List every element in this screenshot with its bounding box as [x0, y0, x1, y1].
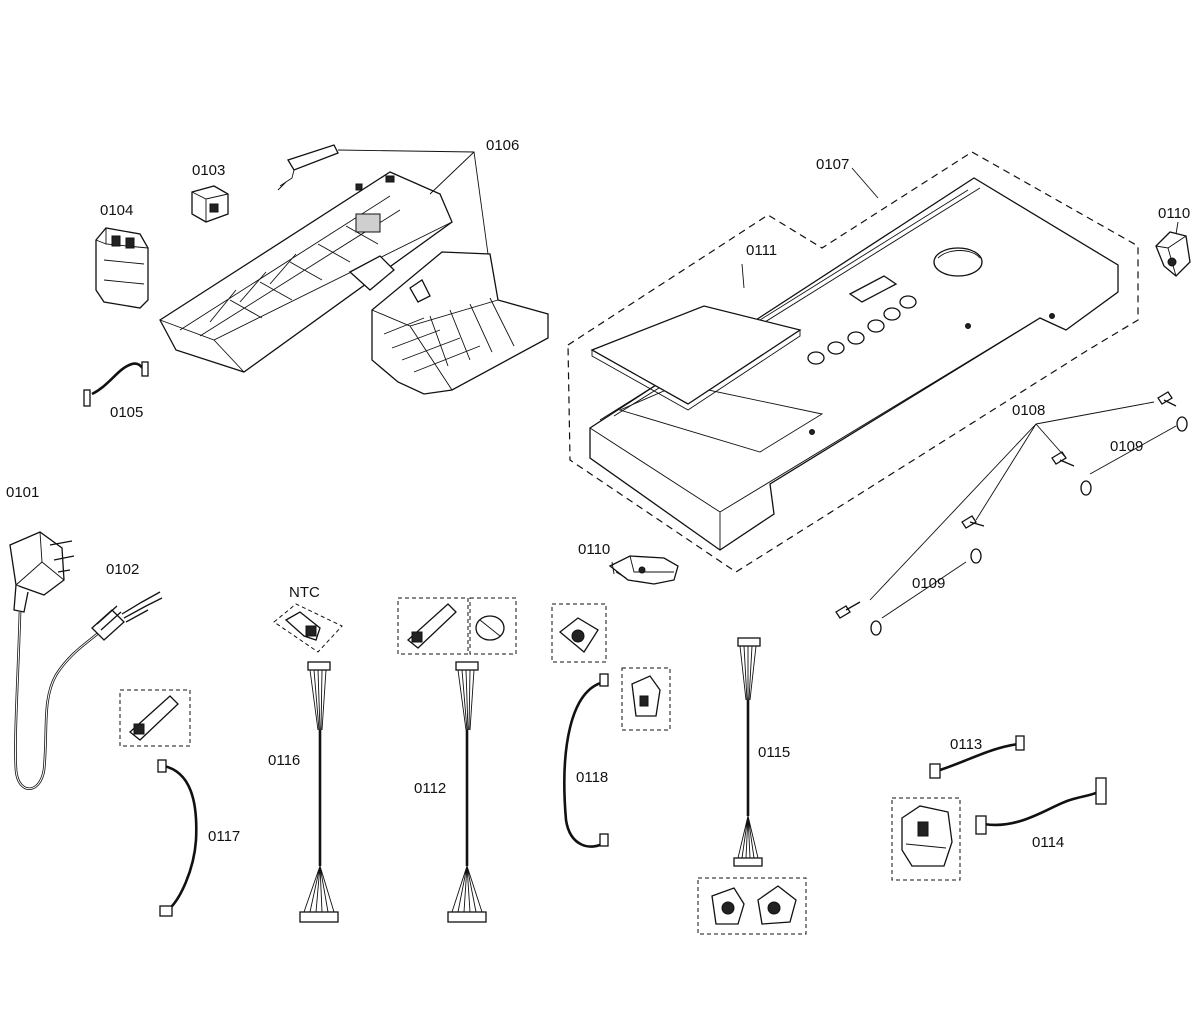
label-0114: 0114 — [1032, 834, 1064, 851]
part-0107-control-panel[interactable] — [567, 151, 1139, 573]
part-0112-wiring-harness[interactable] — [397, 597, 517, 923]
part-0105-connecting-cable[interactable] — [83, 361, 149, 407]
part-0104-interference-suppressor[interactable] — [95, 227, 149, 309]
label-0110-left: 0110 — [578, 541, 610, 558]
part-0102-strain-relief[interactable] — [91, 591, 163, 641]
label-0101: 0101 — [6, 484, 39, 501]
label-0102: 0102 — [106, 561, 139, 578]
label-0108: 0108 — [1012, 402, 1045, 419]
label-0112: 0112 — [414, 780, 446, 797]
label-0117: 0117 — [208, 828, 240, 845]
label-0110-right: 0110 — [1158, 205, 1190, 222]
label-0115: 0115 — [758, 744, 790, 761]
part-0101-mains-plug[interactable] — [9, 531, 105, 790]
part-0106-control-module[interactable] — [159, 144, 549, 395]
label-0103: 0103 — [192, 162, 225, 179]
callout-labels: 0101 0102 0103 0104 0105 0106 0107 0108 … — [6, 137, 1190, 851]
part-0103-connector-block[interactable] — [191, 185, 229, 223]
part-0111-cover-plate[interactable] — [590, 263, 802, 411]
label-0107: 0107 — [816, 156, 849, 173]
label-0113: 0113 — [950, 736, 982, 753]
part-0109-washers[interactable] — [870, 416, 1188, 636]
part-0117-wiring-harness[interactable] — [119, 689, 198, 917]
label-0116: 0116 — [268, 752, 300, 769]
label-0118: 0118 — [576, 769, 608, 786]
part-ntc-sensor[interactable] — [273, 603, 343, 653]
part-0113-connecting-cable[interactable] — [929, 735, 1025, 779]
label-0111: 0111 — [746, 242, 777, 259]
label-0109-left: 0109 — [912, 575, 945, 592]
part-0110-clip-right[interactable] — [1155, 221, 1191, 277]
label-0109-right: 0109 — [1110, 438, 1143, 455]
part-0108-screws[interactable] — [835, 391, 1177, 619]
part-0115-wiring-harness[interactable] — [697, 637, 807, 935]
part-0114-door-lock-cable[interactable] — [891, 777, 1107, 881]
part-0118-wiring-harness[interactable] — [551, 603, 671, 848]
part-0116-wiring-harness[interactable] — [299, 661, 339, 923]
label-ntc: NTC — [289, 584, 320, 601]
label-0105: 0105 — [110, 404, 143, 421]
label-0104: 0104 — [100, 202, 133, 219]
part-0110-clip-left[interactable] — [608, 555, 679, 585]
label-0106: 0106 — [486, 137, 519, 154]
